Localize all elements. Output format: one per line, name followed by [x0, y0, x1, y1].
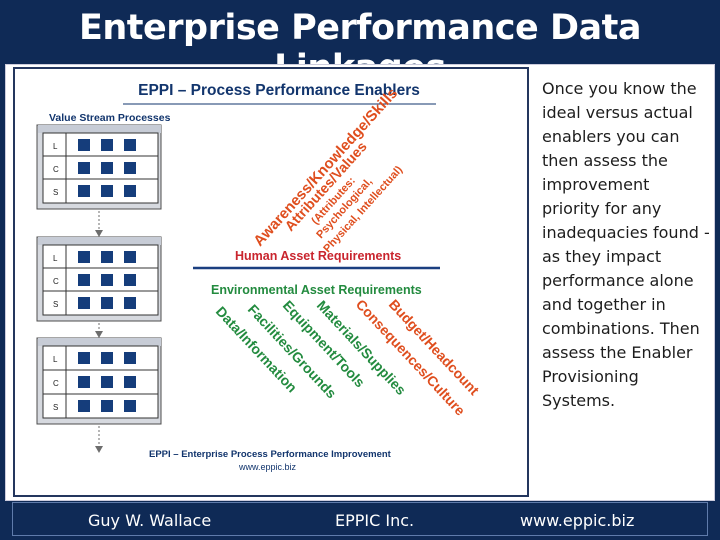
figure-footer-title: EPPI – Enterprise Process Performance Im…	[149, 449, 392, 460]
row-label-l-2: L	[53, 254, 58, 263]
explanatory-text: Once you know the ideal versus actual en…	[542, 79, 710, 410]
row-label-l: L	[53, 142, 58, 151]
row-label-l-3: L	[53, 355, 58, 364]
footer-website: www.eppic.biz	[520, 511, 635, 530]
process-flow-arrowheads	[95, 230, 103, 453]
title-bar: Enterprise Performance Data Linkages	[0, 0, 720, 88]
row-label-s: S	[53, 188, 58, 197]
row-label-s-3: S	[53, 403, 58, 412]
environmental-asset-requirements: Environmental Asset Requirements	[211, 283, 422, 297]
row-label-c-3: C	[53, 379, 59, 388]
enablers-graphic: EPPI – Process Performance Enablers Valu…	[36, 82, 483, 472]
value-stream-box-1: L C S	[36, 124, 162, 210]
figure-footer-url: www.eppic.biz	[238, 462, 297, 472]
footer-company: EPPIC Inc.	[335, 511, 415, 530]
value-stream-title: Value Stream Processes	[49, 112, 171, 124]
row-label-s-2: S	[53, 300, 58, 309]
human-asset-requirements: Human Asset Requirements	[235, 249, 401, 263]
footer-author: Guy W. Wallace	[88, 511, 212, 530]
human-assets-labels: Awareness/Knowledge/Skills Attributes/Va…	[250, 85, 405, 255]
row-label-c-2: C	[53, 277, 59, 286]
environmental-assets-labels: Data/Information Facilities/Grounds Equi…	[213, 296, 483, 419]
footer: Guy W. Wallace EPPIC Inc. www.eppic.biz	[12, 502, 708, 536]
figure-header: EPPI – Process Performance Enablers	[138, 82, 420, 99]
process-enablers-diagram: EPPI – Process Performance Enablers Valu…	[13, 67, 529, 497]
value-stream-box-3: L C S	[36, 337, 162, 425]
row-label-c: C	[53, 165, 59, 174]
content-area: EPPI – Process Performance Enablers Valu…	[5, 64, 715, 501]
value-stream-box-2: L C S	[36, 236, 162, 322]
